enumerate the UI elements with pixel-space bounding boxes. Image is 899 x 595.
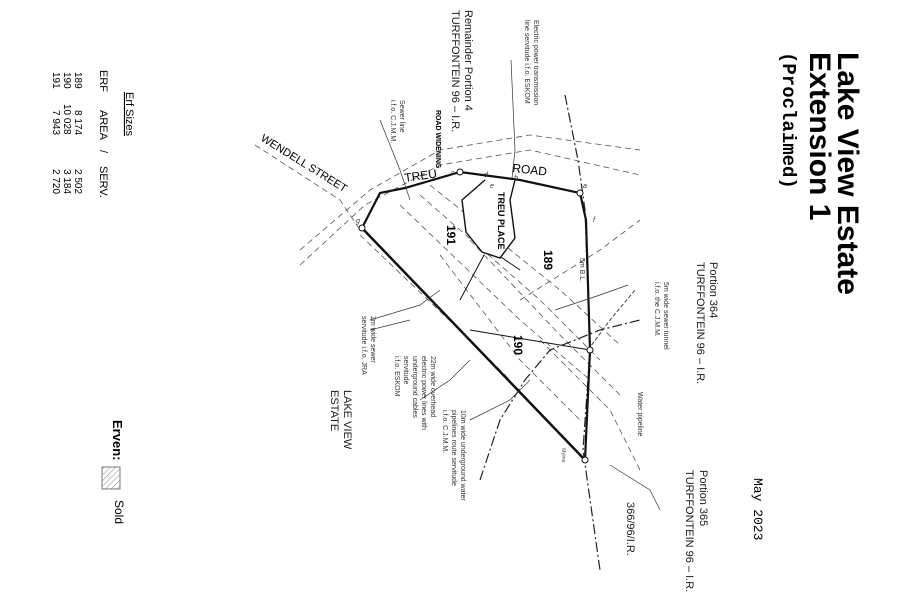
road-widening-label: ROAD WIDENING <box>434 110 441 169</box>
overhead-line-1: 22m wide overhead <box>429 356 436 417</box>
beacon-a: a <box>583 183 587 190</box>
table-row: 189 8 174 2 502 <box>72 72 83 194</box>
serv-cell: 2 720 <box>50 169 61 194</box>
farm-ref-label: 366/96/I.R. <box>624 502 636 556</box>
serv-cell: 2 502 <box>72 169 83 194</box>
area-cell: 8 174 <box>72 110 83 135</box>
portion-365-name: Portion 365 <box>697 470 709 526</box>
erf-189-label: 189 <box>541 250 555 270</box>
erf-sizes-table: Erf Sizes ERF AREA / SERV. 189 8 174 2 5… <box>50 70 135 198</box>
parcel-labels: Portion 365 TURFFONTEIN 96 – I.R. Portio… <box>328 10 719 592</box>
area-cell: 10 028 <box>61 104 72 135</box>
sewer-servitude-line-2: servitude i.f.o. JRA <box>360 316 367 375</box>
treu-road-label-left: TREU <box>403 167 437 185</box>
beacon-d: d <box>484 172 489 179</box>
erven-outline <box>360 170 592 463</box>
overhead-line-2: electric power lines with <box>420 356 427 430</box>
water-pipeline-label: Water pipeline <box>636 392 643 437</box>
col-serv: SERV. <box>97 166 109 198</box>
building-line-label: 5m B.L. <box>578 258 585 282</box>
underground-water-line-3: i.f.o. C.J.M.M. <box>441 410 448 453</box>
beacon-b: b <box>514 175 518 182</box>
sewer-line-line-2: i.f.o. C.J.M.M. <box>389 100 396 143</box>
overhead-line-3: underground cables <box>411 356 418 418</box>
sewer-tunnel-line-2: i.f.o. the C.J.M.M. <box>653 282 660 337</box>
servitude-lines <box>479 94 641 571</box>
legend-sold-label: Sold <box>112 500 126 524</box>
annotation-leaders <box>369 59 661 511</box>
estate-name-line-2: ESTATE <box>328 390 340 431</box>
erf-191-label: 191 <box>444 225 458 245</box>
overhead-line-4: servitude <box>402 356 409 385</box>
title-line-2: Extension 1 <box>803 52 836 220</box>
treu-place-road <box>461 179 516 259</box>
remainder-farm: TURFFONTEIN 96 – I.R. <box>449 10 461 132</box>
erf-sizes-header-row: ERF AREA / SERV. <box>97 70 109 198</box>
beacon-markers <box>358 168 594 464</box>
beacon-e: e <box>490 183 494 190</box>
col-erf: ERF <box>97 70 109 92</box>
date-label: May 2023 <box>750 478 765 540</box>
erf-190-label: 190 <box>511 335 525 355</box>
col-area: AREA <box>97 110 109 141</box>
mylne-label: Mylne <box>560 448 566 463</box>
table-row: 190 10 028 3 184 <box>61 72 72 194</box>
underground-water-line-1: 10m wide underground water <box>459 410 466 501</box>
col-slash: / <box>97 150 109 154</box>
sewer-tunnel-line-1: 5m wide sewer tunnel <box>662 282 669 350</box>
portion-364-farm: TURFFONTEIN 96 – I.R. <box>694 262 706 384</box>
treu-place-label: TREU PLACE <box>496 192 506 250</box>
overhead-line-5: i.f.o. ESKOM <box>393 356 400 397</box>
wendell-street-label: WENDELL STREET <box>258 132 349 195</box>
sewer-servitude-line-1: 2m wide sewer <box>369 316 376 363</box>
treu-road-label-right: ROAD <box>512 161 548 179</box>
estate-name-line-1: LAKE VIEW <box>341 390 353 450</box>
erf-cell: 191 <box>50 72 61 89</box>
portion-364-name: Portion 364 <box>707 262 719 318</box>
portion-365-farm: TURFFONTEIN 96 – I.R. <box>683 470 695 592</box>
erf-number-labels: 189 190 191 <box>444 225 555 355</box>
serv-cell: 3 184 <box>61 169 72 194</box>
erf-cell: 189 <box>72 72 83 89</box>
legend-label: Erven: <box>110 420 125 460</box>
legend-sold-swatch <box>101 466 121 490</box>
area-cell: 7 943 <box>50 110 61 135</box>
beacon-letters: a b c d e f g <box>356 170 596 225</box>
beacon-c: c <box>451 170 455 177</box>
water-pipeline-line <box>587 289 636 351</box>
table-row: 191 7 943 2 720 <box>50 72 61 194</box>
erf-sizes-heading: Erf Sizes <box>123 92 135 137</box>
title-line-3: (Proclaimed) <box>777 52 799 189</box>
title-line-1: Lake View Estate <box>831 52 864 295</box>
sewer-line-line-1: Sewer line <box>398 100 405 133</box>
legend: Erven: Sold <box>101 420 126 524</box>
annotation-text: Electric power transmission line servitu… <box>360 20 669 501</box>
beacon-g: g <box>356 218 360 225</box>
remainder-name: Remainder Portion 4 <box>462 10 474 111</box>
beacon-f: f <box>593 217 596 224</box>
underground-water-line-2: pipelines route servitude <box>450 410 457 486</box>
electric-transmission-line-2: line servitude i.f.o. ESKOM <box>523 20 530 104</box>
erf-cell: 190 <box>61 72 72 89</box>
title-block: Lake View Estate Extension 1 (Proclaimed… <box>777 52 864 295</box>
electric-transmission-line-1: Electric power transmission <box>532 20 539 105</box>
subdivision-lines <box>459 254 591 351</box>
